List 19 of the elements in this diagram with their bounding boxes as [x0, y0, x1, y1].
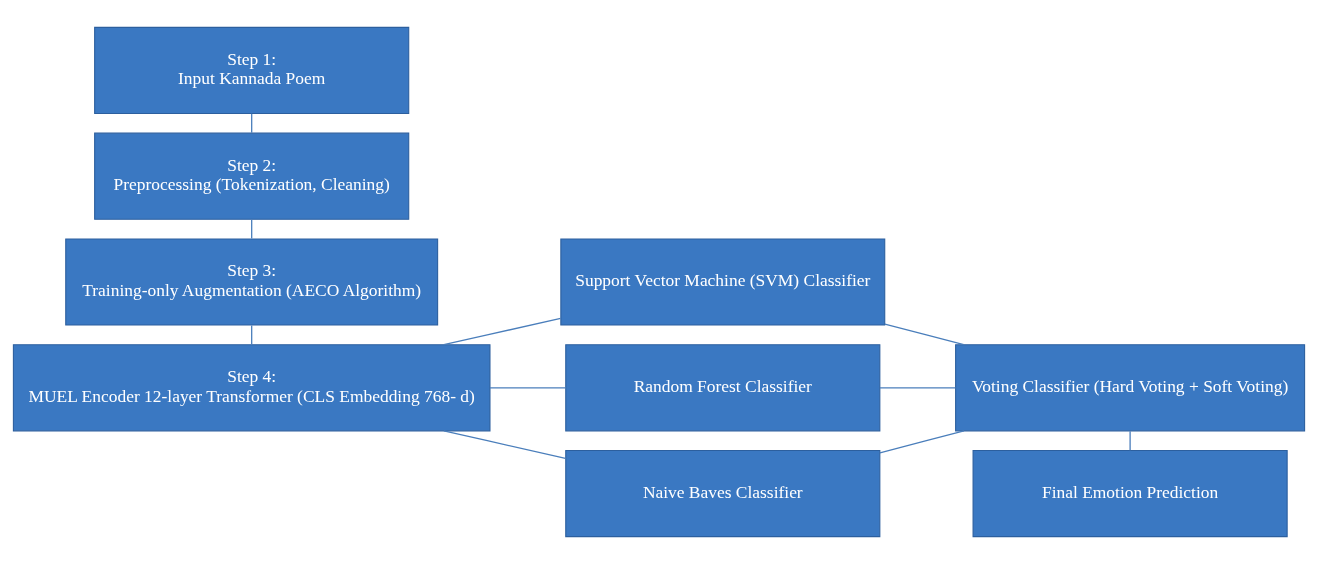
node-box: Support Vector Machine (SVM) Classifier — [560, 238, 886, 326]
connector — [443, 317, 562, 346]
connector — [879, 387, 957, 389]
node-box: Step 2: Preprocessing (Tokenization, Cleaning) — [94, 132, 410, 220]
connector — [489, 387, 567, 389]
node-box: Final Emotion Prediction — [972, 449, 1288, 538]
connector — [884, 323, 965, 346]
connector — [251, 218, 253, 240]
node-box: Voting Classifier (Hard Voting + Soft Voting) — [955, 344, 1306, 432]
connector — [1129, 430, 1131, 451]
connector — [443, 430, 567, 459]
node-box: Step 4: MUEL Encoder 12-layer Transformer (CLS Embedding 768- d) — [12, 344, 491, 432]
connector — [251, 324, 253, 346]
connector — [251, 113, 253, 134]
node-box: Naive Baves Classifier — [565, 449, 881, 538]
node-box: Step 3: Training-only Augmentation (AECO Algorithm) — [65, 238, 439, 326]
node-box: Random Forest Classifier — [565, 344, 881, 432]
connector — [879, 430, 965, 454]
node-box: Step 1: Input Kannada Poem — [94, 26, 410, 115]
